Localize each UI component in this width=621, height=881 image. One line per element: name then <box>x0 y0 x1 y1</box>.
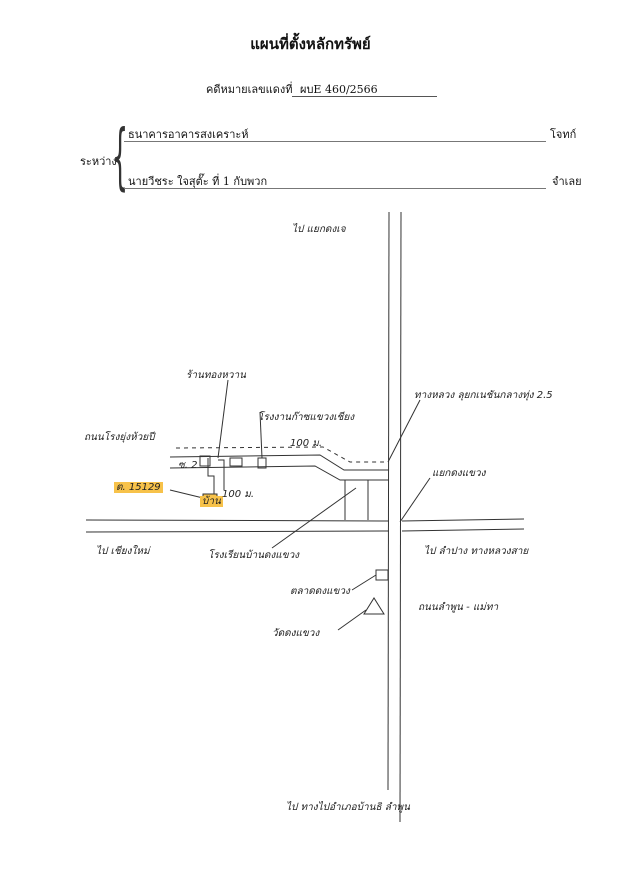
defendant-role: จำเลย <box>552 175 582 188</box>
label-road-right: ถนนลำพูน - แม่ทา <box>418 602 499 613</box>
lane-left <box>207 458 215 496</box>
page-title: แผนที่ตั้งหลักทรัพย์ <box>250 35 371 53</box>
label-road-left: ถนนโรงยุ่งห้วยปี <box>84 432 155 443</box>
case-number-underline <box>292 96 437 97</box>
label-south: ไป ทางไปอำเภอบ้านธิ ลำพูน <box>286 802 410 813</box>
plaintiff-underline <box>124 141 546 142</box>
leader-plot <box>169 489 204 499</box>
market-building <box>375 569 389 581</box>
cross-road-top-edge-west <box>85 519 390 522</box>
leader-market <box>351 574 377 591</box>
label-factory: โรงงานก๊าซแขวงเชียง <box>258 412 355 423</box>
leader-junction <box>399 477 431 523</box>
leader-school <box>271 487 357 549</box>
main-road-right-edge <box>399 211 402 823</box>
label-distance-top: 100 ม. <box>290 438 323 449</box>
label-shop: ร้านทองหวาน <box>186 370 246 381</box>
label-temple: วัดดงแขวง <box>272 628 320 639</box>
case-number-label: คดีหมายเลขแดงที่ <box>206 83 293 96</box>
soi-road-lower <box>169 465 389 481</box>
defendant-underline <box>124 188 546 189</box>
shop-building <box>199 455 211 467</box>
lane-building <box>229 457 243 467</box>
label-junction: แยกดงแขวง <box>432 468 486 479</box>
main-road-left-edge <box>387 211 390 791</box>
temple-marker <box>363 597 385 615</box>
case-number-value: ผบE 460/2566 <box>300 83 378 96</box>
label-intersection-sign: ทางหลวง ลุยกเนชันกลางทุ่ง 2.5 <box>414 390 553 401</box>
between-label: ระหว่าง <box>80 155 117 168</box>
leader-shop <box>217 379 229 459</box>
parties-brace: { <box>112 114 129 198</box>
defendant-name: นายวีชระ ใจสุตั๊ะ ที่ 1 กับพวก <box>128 175 268 188</box>
school-buildings <box>344 480 369 520</box>
label-west: ไป เชียงใหม่ <box>96 546 150 557</box>
leader-factory <box>259 411 263 459</box>
leader-sign <box>387 399 421 463</box>
soi-road-upper <box>169 454 389 471</box>
soi-dashed-path <box>175 446 384 463</box>
label-plot-id: บ้าน <box>200 496 223 507</box>
cross-road-bottom-edge-east <box>401 528 525 532</box>
cross-road-bottom-edge-west <box>85 530 390 533</box>
label-lane: ซ. 2 <box>178 460 198 471</box>
label-east: ไป ลำปาง ทางหลวงสาย <box>424 546 529 557</box>
leader-temple <box>337 609 367 631</box>
lane-right <box>218 459 225 490</box>
label-north: ไป แยกดงเจ <box>292 224 346 235</box>
label-school: โรงเรียนบ้านดงแขวง <box>208 550 300 561</box>
label-distance-plot: 100 ม. <box>222 489 255 500</box>
plaintiff-name: ธนาคารอาคารสงเคราะห์ <box>128 128 249 141</box>
label-market: ตลาดดงแขวง <box>290 586 350 597</box>
plaintiff-role: โจทก์ <box>550 128 577 141</box>
cross-road-top-edge-east <box>401 518 525 522</box>
label-plot-number: ต. 15129 <box>114 482 163 493</box>
